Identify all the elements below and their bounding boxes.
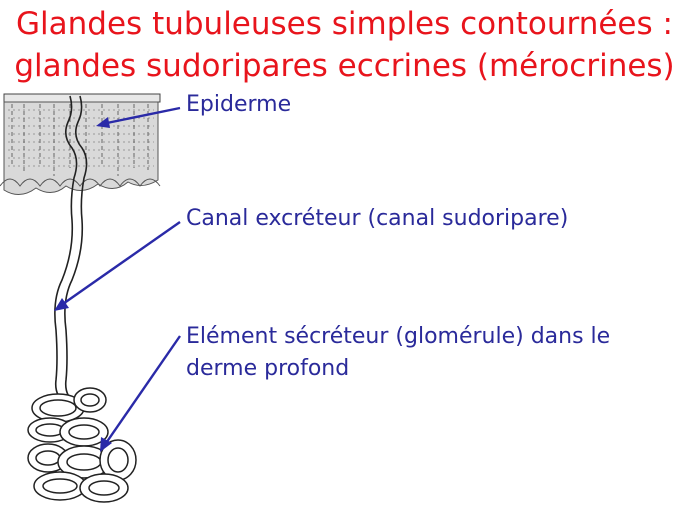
epidermis-drawing [0,93,161,195]
arrow-element [103,335,181,447]
arrows [54,106,181,452]
label-element-secreteur-line-2: derme profond [186,356,350,381]
label-element-secreteur: Elément sécréteur (glomérule) dans le [186,324,611,349]
arrowhead-element [100,437,112,452]
arrowhead-epiderme [96,117,110,128]
duct-drawing [54,95,88,406]
title-line-2: glandes sudoripares eccrines (mérocrines… [14,48,675,84]
glomerulus-drawing [27,387,137,503]
arrow-epiderme [101,106,181,126]
arrow-canal [59,221,181,307]
arrowhead-canal [54,298,69,311]
title-line-1: Glandes tubuleuses simples contournées : [16,6,673,42]
label-epiderme: Epiderme [186,92,292,117]
label-canal-excreteur: Canal excréteur (canal sudoripare) [186,206,569,231]
